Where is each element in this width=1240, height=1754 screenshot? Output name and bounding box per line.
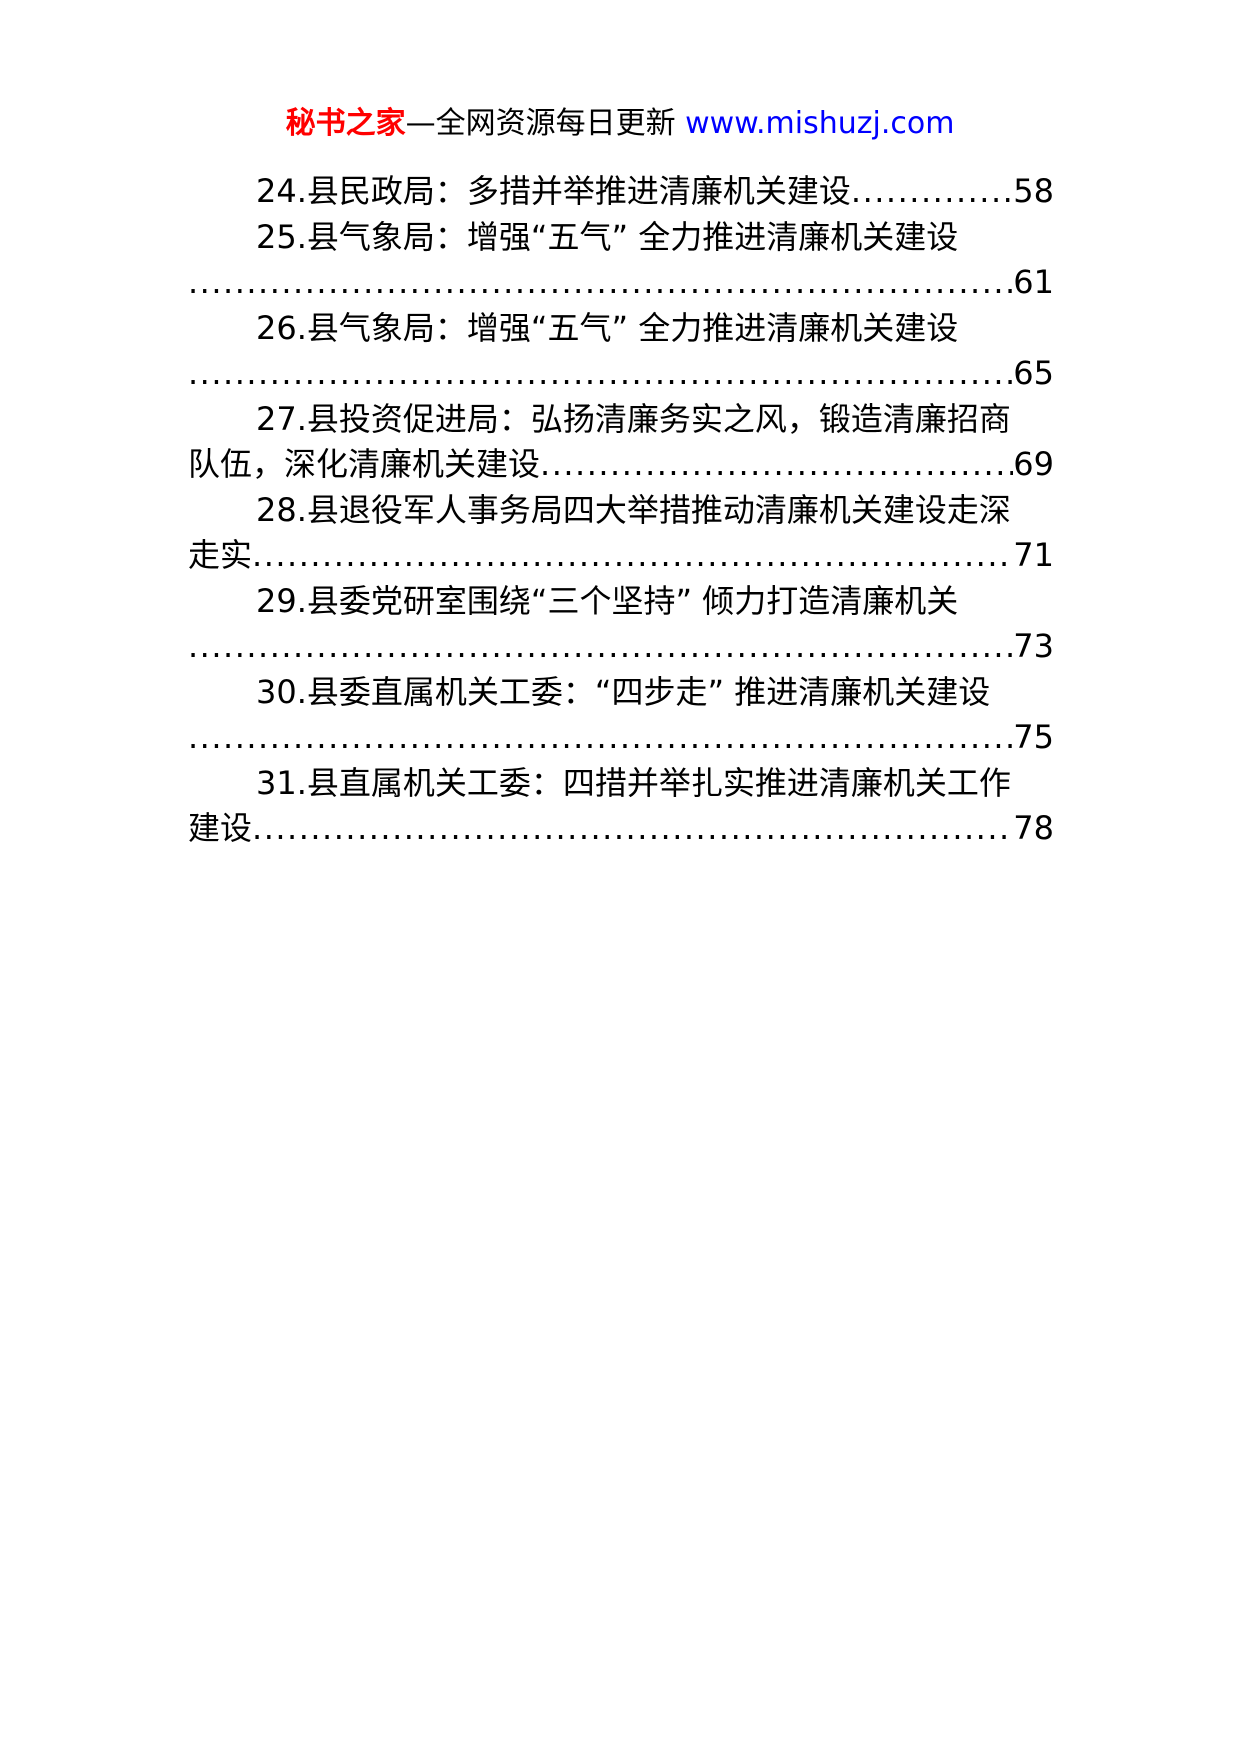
header-slogan: —全网资源每日更新 (405, 106, 676, 141)
toc-entry-title: 30.县委直属机关工委：“四步走” 推进清廉机关建设 (256, 672, 991, 711)
toc-dot-leader: ........................................… (188, 718, 1014, 756)
toc-entry-title: 25.县气象局：增强“五气” 全力推进清廉机关建设 (256, 217, 959, 256)
site-url-link[interactable]: www.mishuzj.com (685, 106, 955, 141)
toc-entry[interactable]: 27.县投资促进局：弘扬清廉务实之风，锻造清廉招商 队伍，深化清廉机关建设 ..… (188, 397, 1054, 488)
toc-entry-title: 29.县委党研室围绕“三个坚持” 倾力打造清廉机关 (256, 581, 959, 620)
toc-entry[interactable]: 26.县气象局：增强“五气” 全力推进清廉机关建设 ..............… (188, 306, 1054, 397)
toc-dot-leader: ........................................… (252, 809, 1013, 847)
toc-entry[interactable]: 28.县退役军人事务局四大举措推动清廉机关建设走深 走实 ...........… (188, 488, 1054, 579)
toc-page-number: 75 (1013, 718, 1054, 756)
toc-dot-leader: ........................................… (252, 536, 1013, 574)
toc-entry[interactable]: 24.县民政局：多措并举推进清廉机关建设 ...................… (188, 169, 1054, 215)
toc-dot-leader: ........................................… (850, 172, 1014, 210)
toc-dot-leader: ........................................… (540, 445, 1013, 483)
toc-entry-title-cont: 走实 (188, 536, 253, 574)
toc-entry-title-cont: 队伍，深化清廉机关建设 (188, 445, 541, 483)
toc-dot-leader: ........................................… (188, 627, 1014, 665)
toc-dot-leader: ........................................… (188, 263, 1014, 301)
toc-dot-leader: ........................................… (188, 354, 1014, 392)
page-header: 秘书之家—全网资源每日更新 www.mishuzj.com (0, 104, 1240, 144)
toc-entry[interactable]: 25.县气象局：增强“五气” 全力推进清廉机关建设 ..............… (188, 215, 1054, 306)
toc-entry-title: 26.县气象局：增强“五气” 全力推进清廉机关建设 (256, 308, 959, 347)
toc-entry[interactable]: 30.县委直属机关工委：“四步走” 推进清廉机关建设 .............… (188, 670, 1054, 761)
toc-page-number: 61 (1013, 263, 1054, 301)
toc-page-number: 78 (1013, 809, 1054, 847)
toc-entry-title: 31.县直属机关工委：四措并举扎实推进清廉机关工作 (256, 763, 1011, 802)
toc-page-number: 58 (1013, 172, 1054, 210)
toc-entry-title-cont: 建设 (188, 809, 253, 847)
toc-page-number: 71 (1013, 536, 1054, 574)
brand-name: 秘书之家 (285, 106, 406, 141)
toc-page-number: 73 (1013, 627, 1054, 665)
toc-page-number: 65 (1013, 354, 1054, 392)
table-of-contents: 24.县民政局：多措并举推进清廉机关建设 ...................… (188, 169, 1054, 852)
toc-entry[interactable]: 31.县直属机关工委：四措并举扎实推进清廉机关工作 建设 ...........… (188, 761, 1054, 852)
toc-entry-title: 28.县退役军人事务局四大举措推动清廉机关建设走深 (256, 490, 1011, 529)
toc-entry-title: 24.县民政局：多措并举推进清廉机关建设 (256, 172, 851, 210)
toc-entry[interactable]: 29.县委党研室围绕“三个坚持” 倾力打造清廉机关 ..............… (188, 579, 1054, 670)
toc-entry-title: 27.县投资促进局：弘扬清廉务实之风，锻造清廉招商 (256, 399, 1011, 438)
toc-page-number: 69 (1013, 445, 1054, 483)
